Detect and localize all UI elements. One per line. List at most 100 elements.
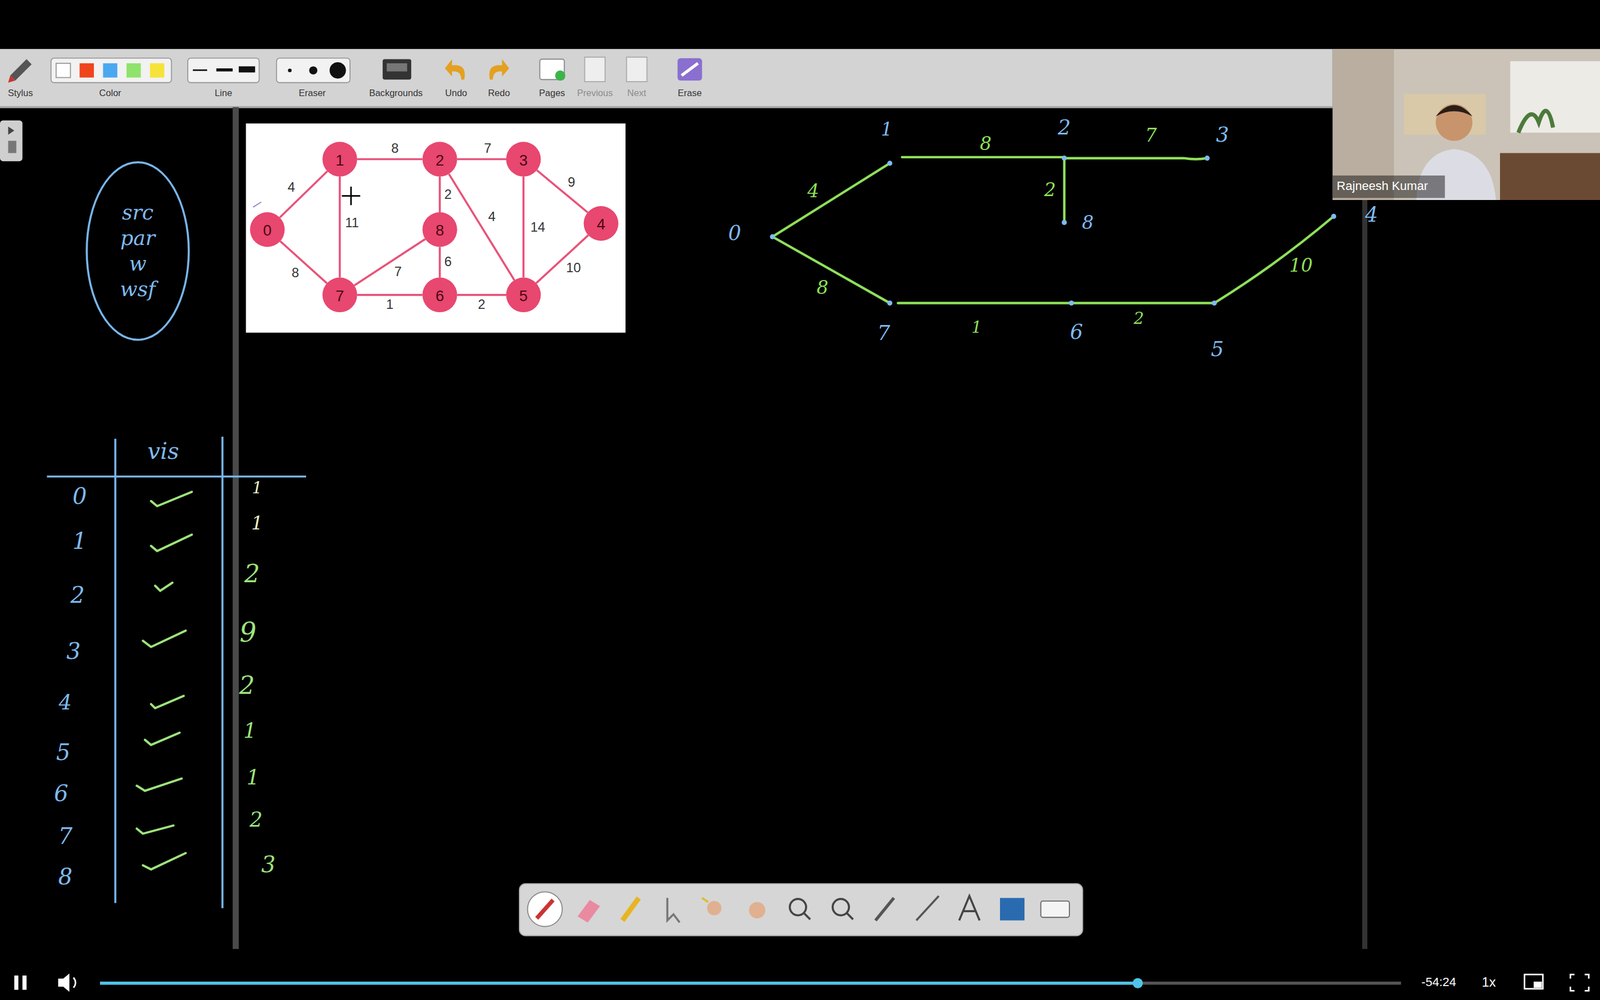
vertex-number: 0 bbox=[263, 221, 272, 239]
vertex-number: 5 bbox=[519, 286, 528, 304]
toolbar-label: Pages bbox=[538, 88, 565, 99]
graph-vertex: 4 bbox=[583, 206, 619, 241]
vertex-label: 6 bbox=[1070, 320, 1083, 343]
toolbar-label: Erase bbox=[677, 88, 702, 99]
table-cell: 3 bbox=[261, 852, 276, 878]
graph-vertex: 1 bbox=[322, 141, 357, 177]
edge-weight: 2 bbox=[443, 187, 453, 202]
vertex-label: 0 bbox=[728, 221, 742, 244]
edge-weight: 8 bbox=[816, 277, 829, 298]
note-text: src bbox=[121, 200, 154, 226]
toolbar-label: Undo bbox=[445, 88, 468, 99]
row-label: 2 bbox=[70, 583, 85, 608]
table-cell: 1 bbox=[252, 478, 263, 497]
edge-weight: 10 bbox=[1289, 255, 1313, 275]
note-text: par bbox=[120, 225, 155, 252]
toolbar-label: Eraser bbox=[298, 88, 327, 99]
time-remaining: -54:24 bbox=[1421, 976, 1457, 990]
edge-weight: 9 bbox=[566, 175, 577, 190]
vertex-number: 4 bbox=[596, 215, 605, 233]
note-ellipse: srcparwwsf bbox=[85, 161, 190, 341]
edge-weight: 1 bbox=[385, 297, 395, 313]
vertex-label: 4 bbox=[1365, 203, 1378, 226]
vertex-label: 5 bbox=[1211, 337, 1224, 360]
toolbar-label: Previous bbox=[577, 88, 613, 99]
table-cell: 2 bbox=[238, 672, 255, 699]
graph-vertex: 0 bbox=[250, 212, 285, 247]
vertex-label: 2 bbox=[1057, 116, 1071, 139]
note-text: wsf bbox=[120, 276, 156, 303]
vertex-number: 2 bbox=[435, 150, 444, 168]
edge-weight: 11 bbox=[343, 215, 360, 230]
row-label: 7 bbox=[58, 824, 73, 849]
vertex-label: 3 bbox=[1216, 123, 1229, 146]
graph-edge bbox=[457, 293, 507, 297]
table-cell: 1 bbox=[243, 719, 257, 742]
toolbar-label: Redo bbox=[487, 88, 510, 99]
edge-weight: 2 bbox=[476, 297, 487, 313]
table-header: vis bbox=[147, 439, 180, 464]
edge-weight: 14 bbox=[529, 220, 547, 235]
graph-edge bbox=[357, 158, 423, 161]
edge-weight: 2 bbox=[1043, 179, 1056, 200]
playback-speed: 1x bbox=[1481, 975, 1496, 990]
edge-weight: 2 bbox=[1133, 309, 1144, 328]
note-text: w bbox=[128, 251, 147, 277]
graph-edge bbox=[354, 238, 426, 285]
toolbar-label: Color bbox=[99, 88, 122, 99]
graph-edge bbox=[357, 293, 423, 297]
row-label: 5 bbox=[56, 740, 71, 765]
vertex-number: 8 bbox=[435, 221, 444, 239]
vertex-number: 1 bbox=[335, 150, 344, 168]
row-label: 4 bbox=[58, 690, 72, 713]
table-cell: 1 bbox=[246, 766, 260, 789]
graph-edge bbox=[457, 158, 507, 161]
graph-vertex: 6 bbox=[422, 277, 457, 313]
graph-edge bbox=[536, 170, 588, 213]
row-label: 8 bbox=[58, 865, 73, 890]
edge-weight: 4 bbox=[487, 209, 497, 224]
vertex-label: 1 bbox=[881, 119, 893, 140]
graph-vertex: 8 bbox=[422, 212, 457, 247]
edge-weight: 8 bbox=[390, 141, 400, 157]
graph-edge bbox=[338, 176, 342, 278]
graph-edge bbox=[438, 246, 442, 278]
table-cell: 1 bbox=[251, 513, 263, 534]
table-cell: 2 bbox=[249, 808, 263, 831]
graph-edge bbox=[448, 173, 515, 280]
graph-vertex: 5 bbox=[506, 277, 541, 313]
toolbar-label: Line bbox=[215, 88, 233, 99]
row-label: 3 bbox=[66, 639, 81, 664]
vertex-label: 7 bbox=[877, 321, 890, 344]
graph-edge bbox=[438, 176, 442, 213]
edge-weight: 7 bbox=[393, 265, 403, 280]
graph-vertex: 2 bbox=[422, 141, 457, 177]
edge-weight: 8 bbox=[980, 133, 992, 154]
edge-weight: 1 bbox=[971, 318, 982, 337]
table-cell: 9 bbox=[239, 618, 257, 648]
edge-weight: 4 bbox=[286, 180, 297, 195]
edge-weight: 4 bbox=[807, 180, 819, 201]
graph-edge bbox=[536, 235, 589, 283]
row-label: 0 bbox=[72, 484, 87, 509]
vertex-number: 6 bbox=[435, 286, 444, 304]
toolbar-label: Stylus bbox=[7, 88, 33, 99]
graph-vertex: 3 bbox=[506, 141, 541, 177]
row-label: 6 bbox=[53, 781, 69, 807]
graph-edge bbox=[522, 176, 525, 278]
vertex-number: 3 bbox=[519, 150, 528, 168]
toolbar-label: Next bbox=[627, 88, 647, 99]
edge-weight: 7 bbox=[1145, 125, 1157, 146]
graph-edge bbox=[280, 241, 327, 284]
graph-vertex: 7 bbox=[322, 277, 357, 313]
toolbar-label: Backgrounds bbox=[368, 88, 423, 99]
table-cell: 2 bbox=[244, 561, 260, 588]
edge-weight: 8 bbox=[290, 266, 300, 281]
vertex-number: 7 bbox=[335, 286, 344, 304]
presenter-name: Rajneesh Kumar bbox=[1336, 180, 1428, 194]
graph-edge bbox=[280, 171, 328, 218]
edge-weight: 10 bbox=[565, 261, 582, 276]
